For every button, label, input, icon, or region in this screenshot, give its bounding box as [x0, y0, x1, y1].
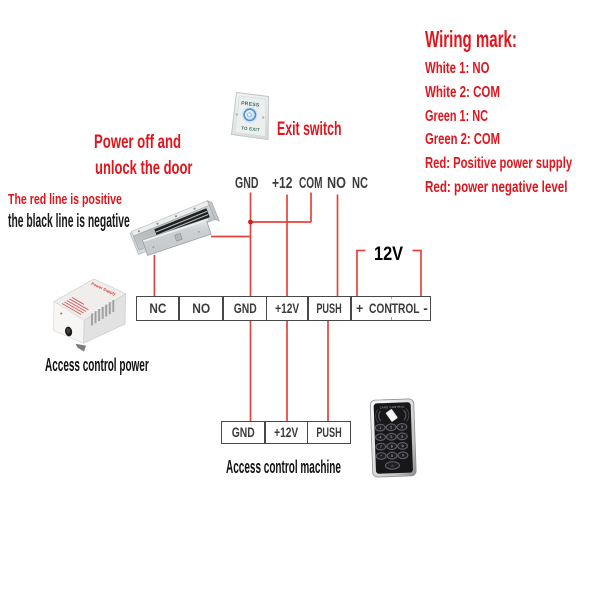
svg-text:4: 4 — [380, 435, 382, 439]
svg-text:TO EXIT: TO EXIT — [241, 125, 260, 132]
svg-text:5: 5 — [390, 435, 392, 439]
svg-text:6: 6 — [401, 435, 403, 439]
svg-text:2: 2 — [390, 425, 392, 429]
svg-text:9: 9 — [402, 444, 404, 448]
svg-text:PRESS: PRESS — [241, 101, 260, 109]
svg-text:1: 1 — [379, 426, 381, 430]
svg-text:8: 8 — [391, 444, 393, 448]
svg-text:3: 3 — [401, 425, 403, 429]
svg-text:0: 0 — [391, 454, 393, 458]
svg-text:☆: ☆ — [391, 464, 394, 468]
svg-text:#: # — [402, 453, 404, 457]
svg-text:*: * — [380, 454, 382, 458]
svg-text:CARD CONTROL: CARD CONTROL — [380, 405, 405, 410]
svg-text:7: 7 — [380, 445, 382, 449]
